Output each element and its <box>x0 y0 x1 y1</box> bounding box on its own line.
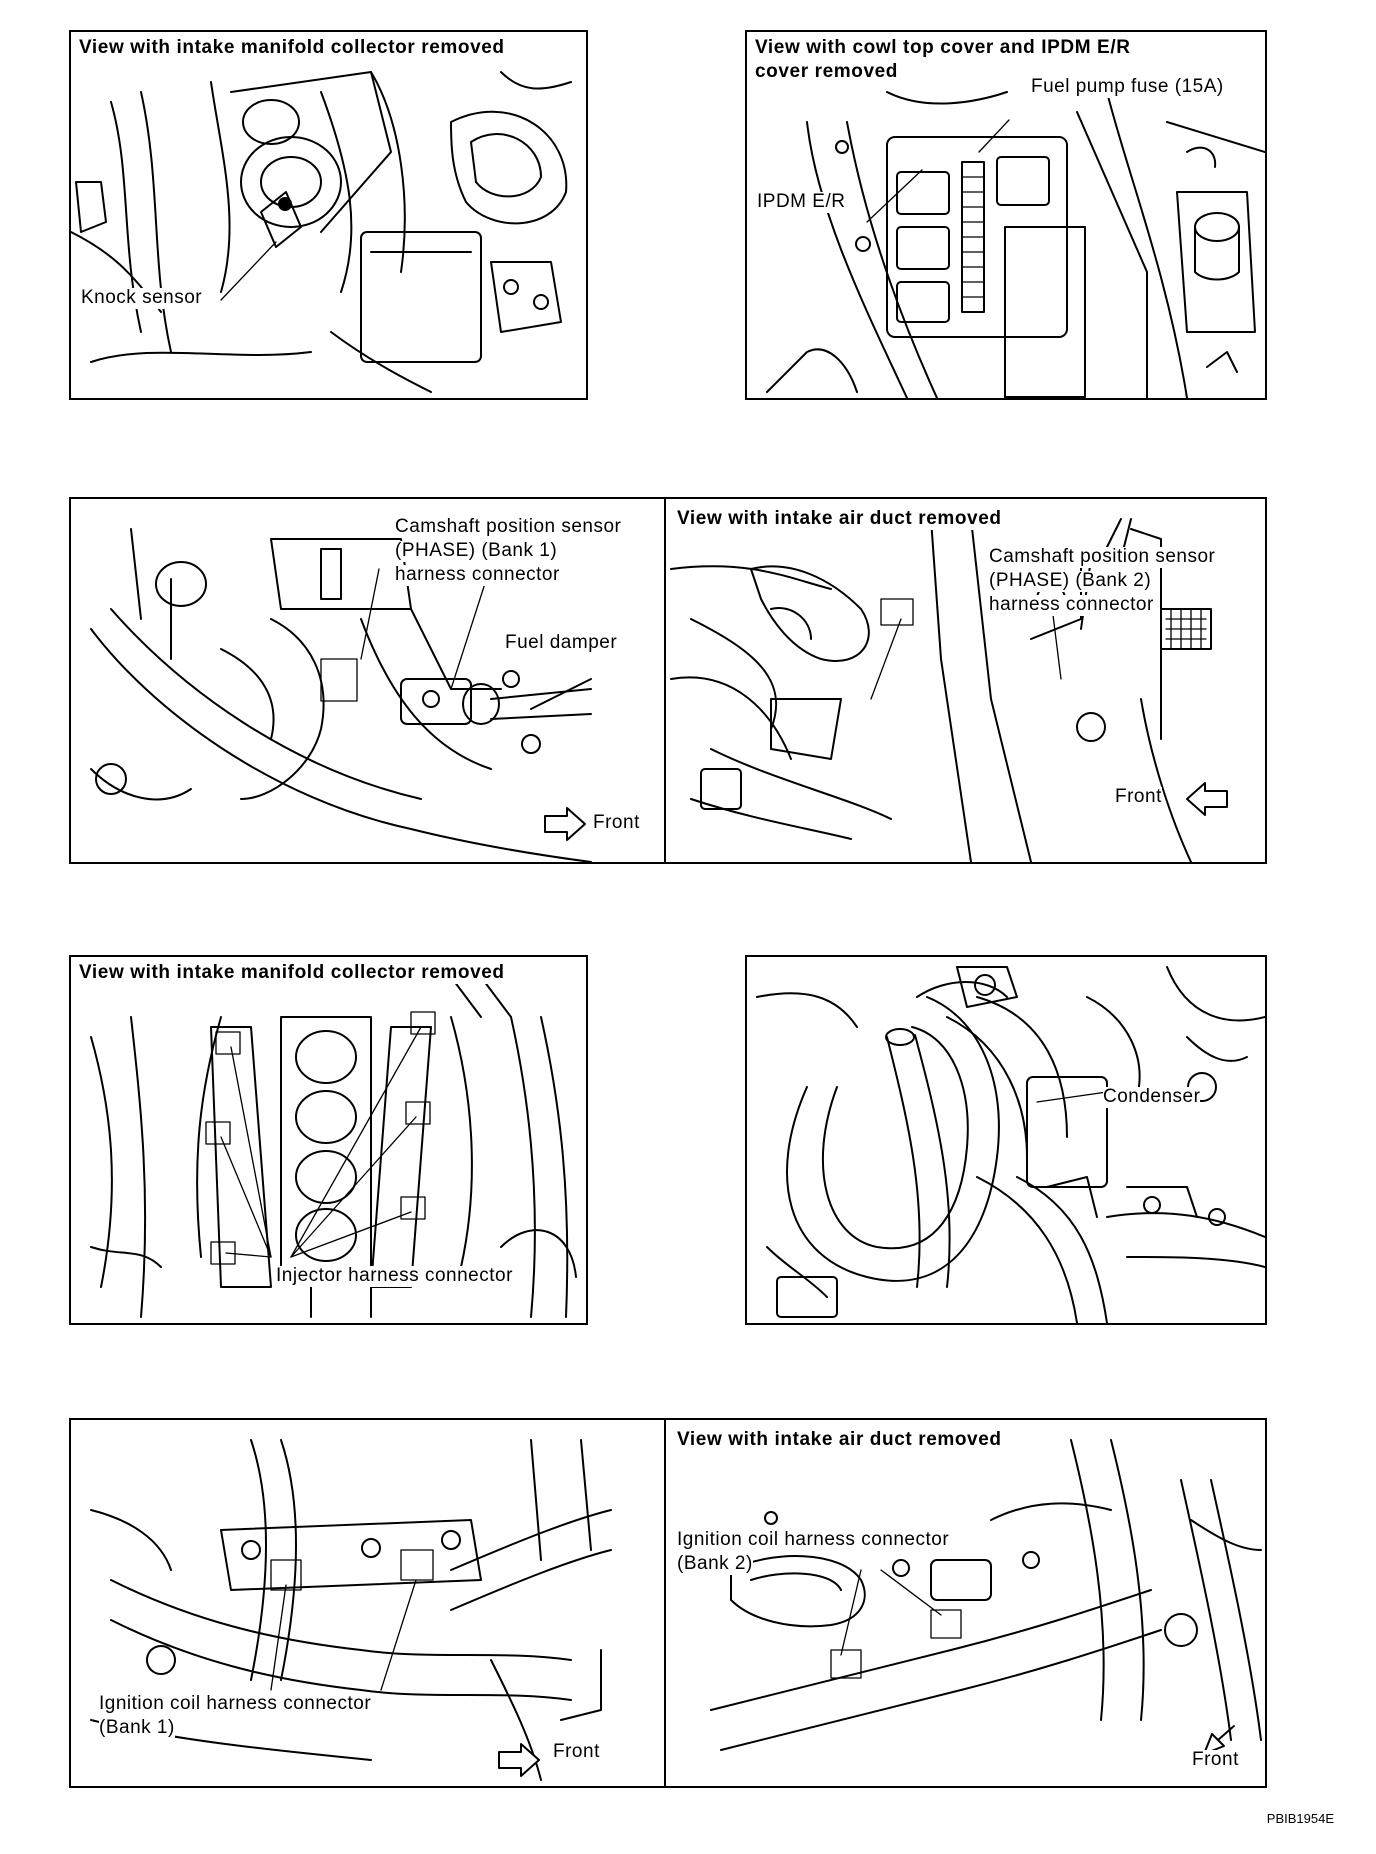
camshaft-sensor-bank1-label-line2: (PHASE) (Bank 1) <box>395 540 558 562</box>
panel-header-right: View with intake air duct removed <box>677 508 1002 530</box>
front-arrow-icon <box>498 1743 540 1777</box>
panel-header-right: View with intake air duct removed <box>677 1429 1002 1451</box>
front-label-left: Front <box>593 812 640 834</box>
camshaft-sensor-bank2-label-line3: harness connector <box>989 594 1154 616</box>
figure-code: PBIB1954E <box>1266 1811 1334 1826</box>
fuel-pump-fuse-label: Fuel pump fuse (15A) <box>1031 76 1224 98</box>
front-label-right: Front <box>1115 786 1162 808</box>
ignition-coil-bank1-label-line2: (Bank 1) <box>99 1717 175 1739</box>
panel-ipdm: View with cowl top cover and IPDM E/R co… <box>745 30 1267 400</box>
panel-header-line2: cover removed <box>755 61 898 83</box>
ignition-drawing <box>90 1439 1262 1781</box>
fuel-damper-label: Fuel damper <box>505 632 618 654</box>
ignition-coil-bank2-label-line2: (Bank 2) <box>677 1553 753 1575</box>
injector-drawing <box>90 976 577 1318</box>
ipdm-label: IPDM E/R <box>757 191 846 213</box>
panel-camshaft: Camshaft position sensor (PHASE) (Bank 1… <box>69 497 1267 864</box>
condenser-drawing <box>756 966 1265 1323</box>
knock-sensor-label: Knock sensor <box>81 287 203 309</box>
camshaft-sensor-bank1-label-line1: Camshaft position sensor <box>395 516 622 538</box>
panel-condenser: Condenser <box>745 955 1267 1325</box>
panel-divider <box>664 1420 666 1786</box>
injector-harness-connector-label: Injector harness connector <box>276 1265 513 1287</box>
knock-sensor-drawing <box>71 71 572 393</box>
camshaft-sensor-bank2-label-line1: Camshaft position sensor <box>989 546 1216 568</box>
ignition-coil-bank1-label-line1: Ignition coil harness connector <box>99 1693 372 1715</box>
ipdm-drawing <box>766 91 1265 398</box>
panel-knock-sensor: View with intake manifold collector remo… <box>69 30 588 400</box>
front-label-left: Front <box>553 1741 600 1763</box>
front-arrow-icon <box>1186 782 1228 816</box>
front-arrow-icon <box>544 807 586 841</box>
panel-header: View with intake manifold collector remo… <box>79 37 505 59</box>
panel-ignition: Ignition coil harness connector (Bank 1)… <box>69 1418 1267 1788</box>
ignition-coil-bank2-label-line1: Ignition coil harness connector <box>677 1529 950 1551</box>
camshaft-sensor-bank2-label-line2: (PHASE) (Bank 2) <box>989 570 1152 592</box>
panel-injector: View with intake manifold collector remo… <box>69 955 588 1325</box>
camshaft-sensor-bank1-label-line3: harness connector <box>395 564 560 586</box>
panel-header: View with intake manifold collector remo… <box>79 962 505 984</box>
panel-divider <box>664 499 666 862</box>
front-label-right: Front <box>1192 1749 1239 1771</box>
condenser-label: Condenser <box>1103 1086 1201 1108</box>
panel-header-line1: View with cowl top cover and IPDM E/R <box>755 37 1131 58</box>
